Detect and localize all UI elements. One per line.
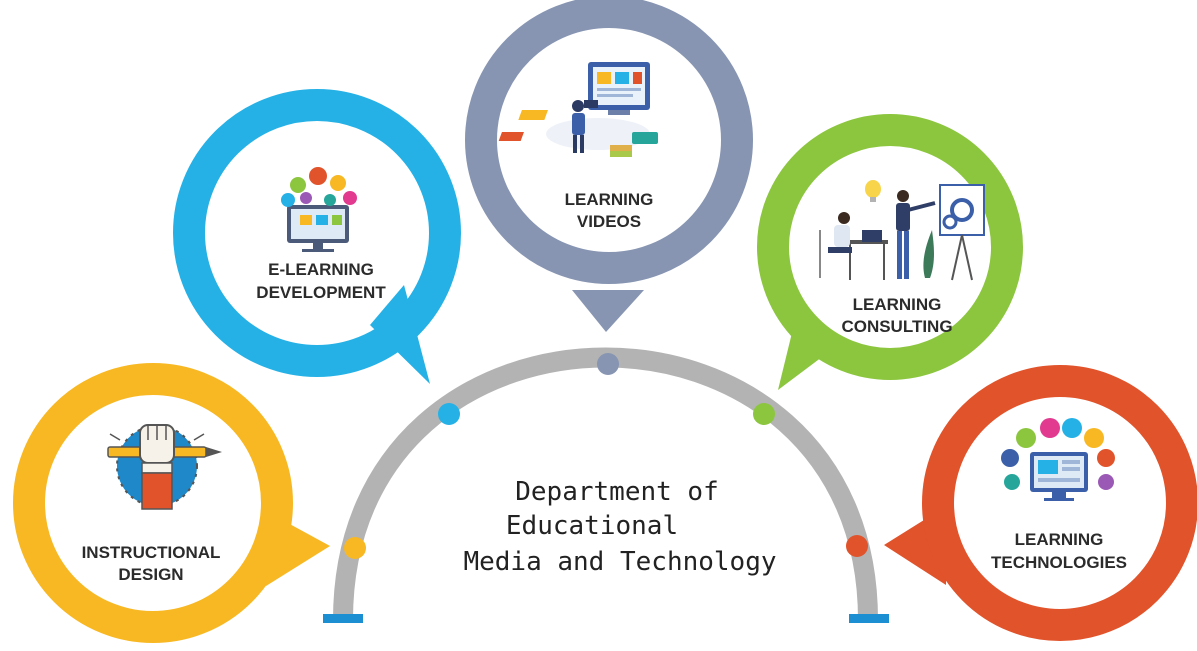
arc-dot-blue xyxy=(438,403,460,425)
department-title-line2: Educational xyxy=(506,511,678,541)
consulting-presentation-icon xyxy=(819,180,985,281)
bubble-ring xyxy=(173,89,461,377)
bubble-label-line1: INSTRUCTIONAL xyxy=(82,543,221,562)
bubble-label-line1: LEARNING xyxy=(565,190,654,209)
bubble-learning-technologies: LEARNING TECHNOLOGIES xyxy=(884,365,1197,641)
arc-dot-gray xyxy=(597,353,619,375)
bubble-e-learning-development: E-LEARNING DEVELOPMENT xyxy=(173,89,461,384)
bubble-label-line2: DESIGN xyxy=(118,565,183,584)
hand-pen-icon xyxy=(107,424,222,510)
bubble-label-line2: VIDEOS xyxy=(577,212,641,231)
video-production-icon xyxy=(498,62,658,157)
arc-base-left xyxy=(323,614,363,623)
department-title-line3: Media and Technology xyxy=(463,547,776,577)
bubble-learning-consulting: LEARNING CONSULTING xyxy=(757,114,1023,390)
arc-base-right xyxy=(849,614,889,623)
arc-dot-green xyxy=(753,403,775,425)
bubble-ring xyxy=(922,365,1197,641)
bubble-ring xyxy=(465,0,753,284)
bubble-label-line1: E-LEARNING xyxy=(268,260,374,279)
department-title-line1: Department of xyxy=(515,477,719,507)
bubble-instructional-design: INSTRUCTIONAL DESIGN xyxy=(13,363,330,643)
devices-apps-icon xyxy=(1001,418,1115,501)
arc-dot-red xyxy=(846,535,868,557)
bubble-ring xyxy=(13,363,293,643)
bubble-label-line1: LEARNING xyxy=(853,295,942,314)
bubble-ring xyxy=(757,114,1023,380)
bubble-label-line2: CONSULTING xyxy=(841,317,952,336)
bubble-label-line2: DEVELOPMENT xyxy=(256,283,386,302)
bubble-label-line1: LEARNING xyxy=(1015,530,1104,549)
monitor-apps-icon xyxy=(281,167,357,252)
bubble-label-line2: TECHNOLOGIES xyxy=(991,553,1127,572)
bubble-learning-videos: LEARNING VIDEOS xyxy=(465,0,753,332)
arc-dot-yellow xyxy=(344,537,366,559)
bubble-pointer xyxy=(572,290,644,332)
